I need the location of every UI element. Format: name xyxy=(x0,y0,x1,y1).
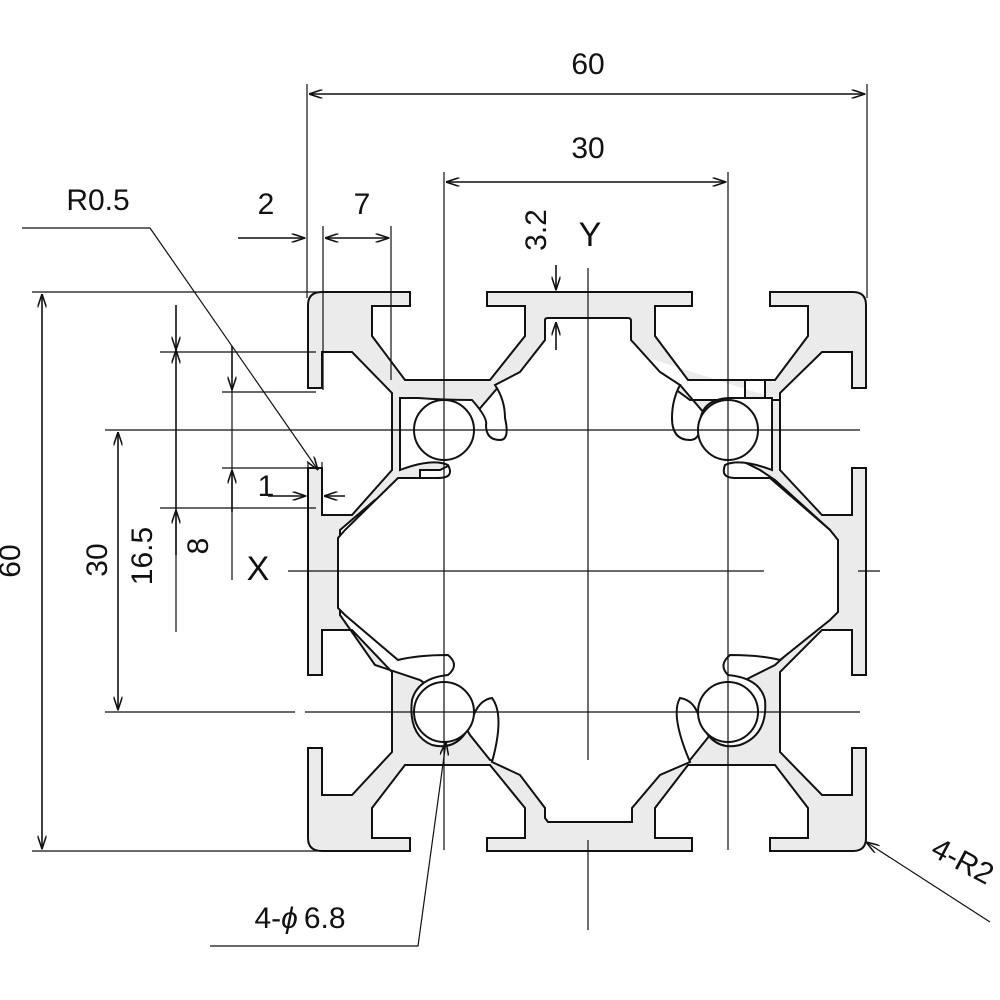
dim-overall-height: 60 xyxy=(0,544,27,577)
dim-bore-spacing-v: 30 xyxy=(81,543,114,576)
dim-slot-depth: 3.2 xyxy=(520,209,553,251)
leader-bore xyxy=(210,742,446,947)
dim-lip-width: 1 xyxy=(258,470,275,503)
center-lines xyxy=(105,172,880,930)
top-dimensions: 60 30 2 7 R0.5 3.2 Y xyxy=(22,48,868,470)
x-axis-label: X xyxy=(247,550,270,588)
dim-slot-opening: 7 xyxy=(354,188,371,221)
dim-slot-inner: 8 xyxy=(182,538,215,555)
left-dimensions: 60 30 16.5 8 1 X xyxy=(0,291,345,852)
dim-wall-thickness: 2 xyxy=(258,188,275,221)
dim-bore-spacing-h: 30 xyxy=(571,132,604,165)
dim-corner-radius: 4-R2 xyxy=(926,832,999,892)
leader-r05 xyxy=(22,227,318,470)
leader-corner-radius xyxy=(866,842,991,923)
y-axis-label: Y xyxy=(579,216,602,254)
dim-slot-width: 16.5 xyxy=(126,527,159,585)
dim-overall-width: 60 xyxy=(571,48,604,81)
dim-corner-radius-small: R0.5 xyxy=(66,184,129,217)
